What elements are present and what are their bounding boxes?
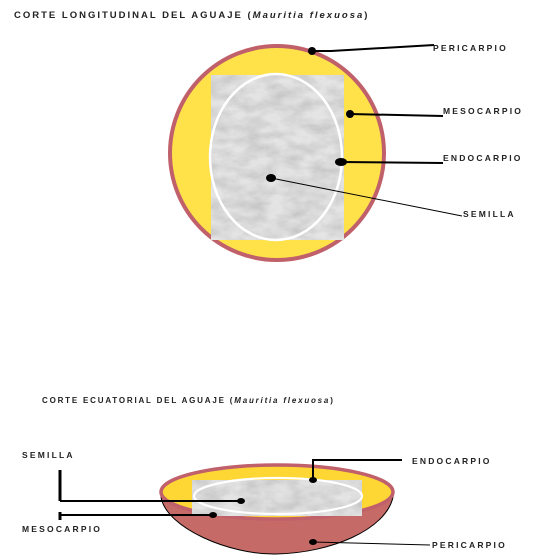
label-pericarpio: PERICARPIO <box>433 43 508 53</box>
eq-label-mesocarpio: MESOCARPIO <box>22 524 102 534</box>
eq-endocarpio-dot <box>309 477 317 483</box>
eq-label-semilla: SEMILLA <box>22 450 75 460</box>
longitudinal-section <box>170 46 384 260</box>
equatorial-section <box>161 465 393 554</box>
pericarpio-leader <box>312 45 434 51</box>
label-mesocarpio: MESOCARPIO <box>443 106 523 116</box>
eq-semilla-dot <box>237 498 245 504</box>
seed-slice <box>192 480 362 516</box>
eq-label-endocarpio: ENDOCARPIO <box>412 456 492 466</box>
label-endocarpio: ENDOCARPIO <box>443 153 523 163</box>
eq-mesocarpio-dot <box>209 512 217 518</box>
label-semilla: SEMILLA <box>463 209 516 219</box>
endocarpio-leader <box>341 162 443 163</box>
eq-label-pericarpio: PERICARPIO <box>432 540 507 550</box>
